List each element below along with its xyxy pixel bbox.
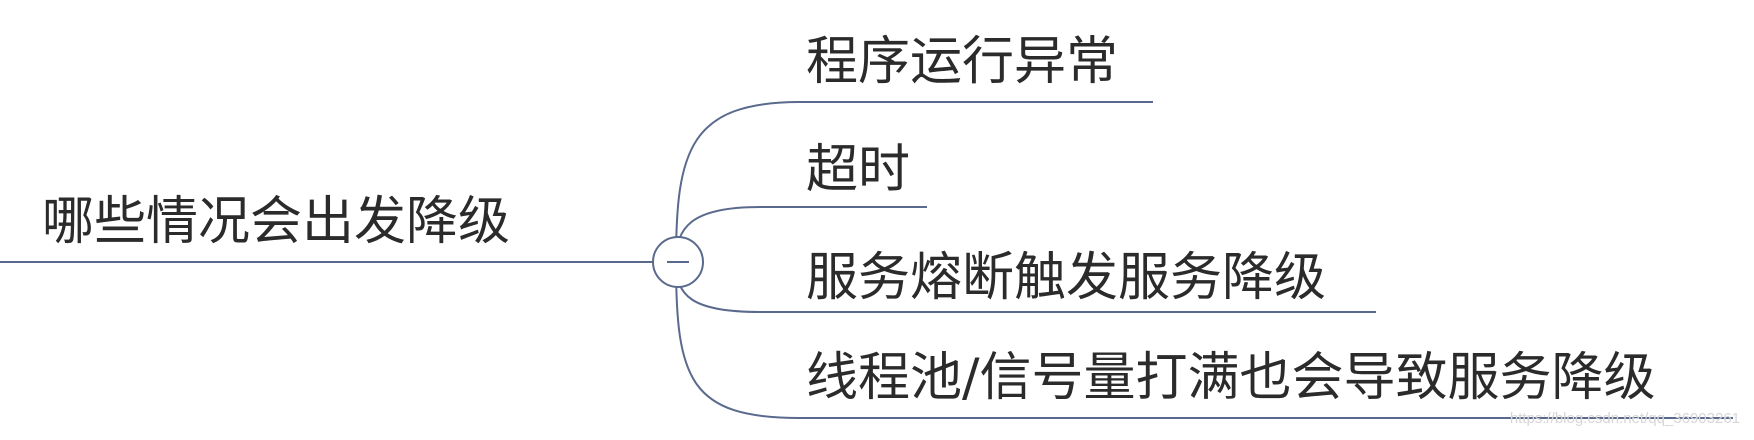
child-topic-circuit-breaker[interactable]: 服务熔断触发服务降级 [806, 248, 1327, 308]
child-topic-program-exception[interactable]: 程序运行异常 [806, 32, 1119, 92]
root-topic[interactable]: 哪些情况会出发降级 [42, 192, 511, 252]
watermark: https://blog.csdn.net/qq_36903261 [1509, 410, 1740, 427]
branch-line-0 [675, 101, 1153, 263]
branch-line-3 [675, 261, 1733, 419]
child-topic-threadpool-full[interactable]: 线程池/信号量打满也会导致服务降级 [806, 348, 1656, 408]
collapse-toggle[interactable] [652, 236, 704, 288]
child-topic-timeout[interactable]: 超时 [806, 140, 911, 200]
